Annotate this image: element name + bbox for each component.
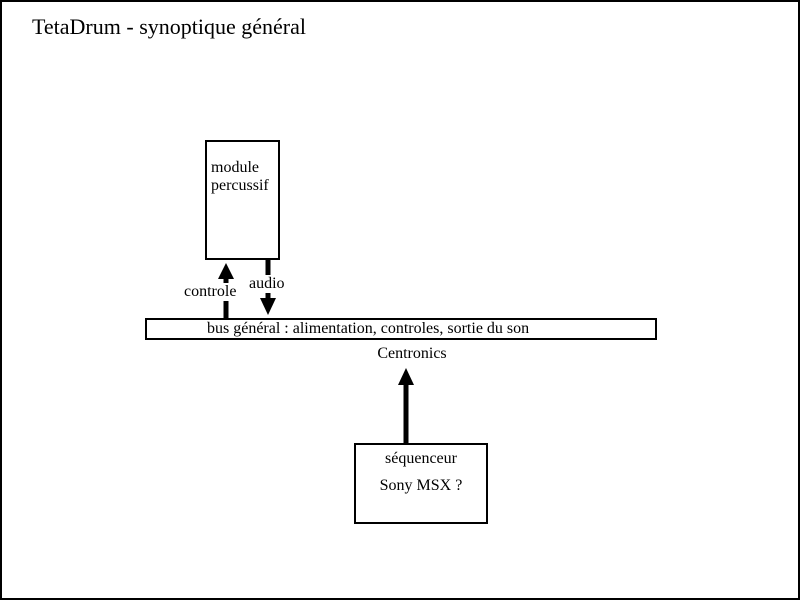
sequenceur-box: séquenceur Sony MSX ?: [354, 443, 488, 524]
controle-arrow-label: controle: [182, 283, 239, 301]
module-percussif-box: module percussif: [205, 140, 280, 260]
sequenceur-box-line2: Sony MSX ?: [379, 477, 463, 494]
sequenceur-box-line1: séquenceur: [385, 450, 457, 467]
module-box-line2: percussif: [211, 177, 269, 194]
bus-general-label: bus général : alimentation, controles, s…: [207, 320, 530, 337]
centronics-arrow-up-icon: [398, 368, 414, 443]
centronics-label: Centronics: [377, 345, 447, 362]
module-box-line1: module: [211, 159, 259, 176]
page-title: TetaDrum - synoptique général: [32, 14, 306, 39]
bus-general-bar: bus général : alimentation, controles, s…: [145, 318, 657, 340]
audio-arrow-label: audio: [247, 275, 287, 293]
